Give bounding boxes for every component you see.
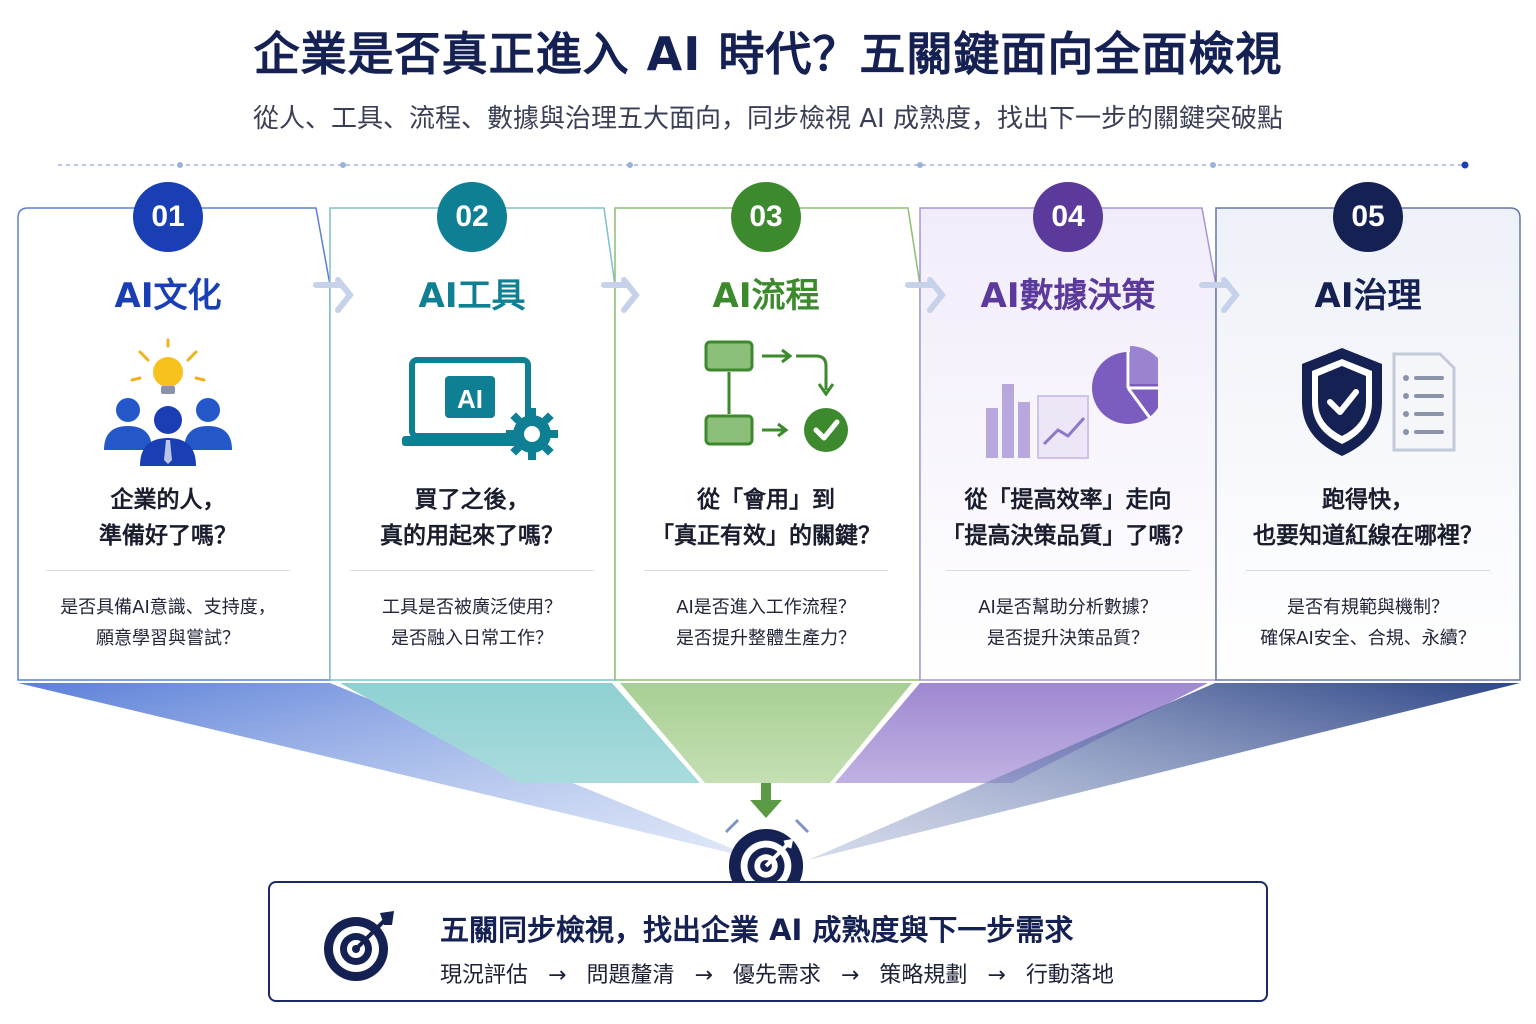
arrow-icon: → (987, 963, 1006, 988)
step-label: 現況評估 (440, 963, 529, 988)
arrow-icon: → (840, 963, 860, 988)
column-ai-data-decision: 04 AI數據決策 從「提高效率」走向「提高決策品質」了嗎？ AI是否幫助分析數… (918, 180, 1218, 680)
divider (946, 570, 1190, 571)
column-title: AI數據決策 (980, 276, 1156, 316)
column-title: AI工具 (418, 276, 526, 316)
column-question: 跑得快，也要知道紅線在哪裡？ (1253, 487, 1483, 549)
divider (350, 570, 594, 571)
column-ai-tools: 02 AI工具 AI 買了之後，真的用起來了嗎？ 工具是否被廣泛使用？是否融入日… (322, 180, 622, 680)
divider (46, 570, 290, 571)
step-label: 行動落地 (1025, 963, 1114, 988)
column-title: AI文化 (114, 276, 222, 316)
workflow-check-icon (704, 340, 848, 452)
column-question: 從「會用」到「真正有效」的關鍵？ (651, 487, 881, 549)
step-number-badge: 02 (437, 182, 507, 252)
column-detail: 是否具備AI意識、支持度，願意學習與嘗試？ (60, 597, 276, 649)
step-label: 策略規劃 (879, 963, 968, 988)
summary-headline: 五關同步檢視，找出企業 AI 成熟度與下一步需求 (440, 913, 1074, 947)
column-detail: AI是否幫助分析數據？是否提升決策品質？ (978, 597, 1158, 649)
column-detail: 是否有規範與機制？確保AI安全、合規、永續？ (1260, 597, 1476, 649)
divider (644, 570, 888, 571)
step-number-badge: 01 (133, 182, 203, 252)
arrow-icon: → (694, 963, 713, 988)
page-title: 企業是否真正進入 AI 時代？五關鍵面向全面檢視 (253, 27, 1283, 81)
step-label: 問題釐清 (586, 963, 675, 988)
column-ai-culture: 01 AI文化 企業的人，準備好了嗎？ 是否具備AI意識、支持度，願意學習與嘗試… (18, 180, 318, 680)
column-question: 買了之後，真的用起來了嗎？ (380, 487, 564, 549)
divider (1246, 570, 1490, 571)
shield-document-icon (1302, 348, 1456, 456)
page-subtitle: 從人、工具、流程、數據與治理五大面向，同步檢視 AI 成熟度，找出下一步的關鍵突… (253, 104, 1283, 134)
step-number-badge: 04 (1033, 182, 1103, 252)
arrow-icon: → (548, 963, 567, 988)
column-title: AI治理 (1314, 276, 1422, 316)
column-question: 從「提高效率」走向「提高決策品質」了嗎？ (941, 487, 1195, 549)
column-question: 企業的人，準備好了嗎？ (99, 487, 237, 549)
summary-steps: 現況評估 → 問題釐清 → 優先需求 → 策略規劃 → 行動落地 (440, 957, 1114, 989)
step-number-badge: 05 (1333, 182, 1403, 252)
summary-box: 五關同步檢視，找出企業 AI 成熟度與下一步需求 現況評估 → 問題釐清 → 優先需求 →… (268, 881, 1268, 1002)
column-detail: 工具是否被廣泛使用？是否融入日常工作？ (382, 597, 562, 649)
column-ai-process: 03 AI流程 從「會用」到「真正有效」的關鍵？ AI是否進入工作流程？是否提升… (616, 180, 916, 680)
column-title: AI流程 (712, 276, 820, 316)
column-ai-governance: 05 AI治理 跑得快，也要知道紅線在哪裡？ 是否有規範與機制？確保AI安全、合… (1218, 180, 1518, 680)
column-detail: AI是否進入工作流程？是否提升整體生產力？ (676, 597, 856, 649)
laptop-ai-gear-icon: AI (402, 357, 558, 460)
step-label: 優先需求 (732, 963, 821, 988)
target-icon (324, 911, 394, 981)
team-lightbulb-icon (104, 338, 232, 466)
charts-pie-icon (986, 346, 1158, 459)
step-number-badge: 03 (731, 182, 801, 252)
svg-text:AI: AI (457, 384, 483, 414)
